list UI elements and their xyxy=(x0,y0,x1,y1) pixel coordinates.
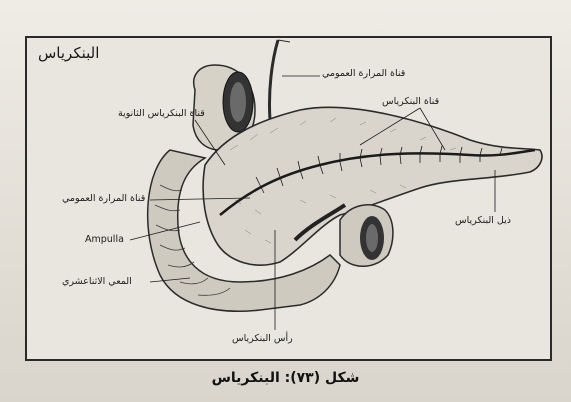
label-duodenum: المعي الاثناعشري xyxy=(62,276,132,287)
label-tail: ذيل البنكرياس xyxy=(455,215,511,226)
figure-title: البنكرياس xyxy=(38,44,99,62)
label-head: رأس البنكرياس xyxy=(232,333,293,344)
figure-caption: شكل (٧٣): البنكرياس xyxy=(0,370,571,386)
label-common-bile-duct-mid: قناة المرارة العمومي xyxy=(62,193,145,204)
label-ampulla: Ampulla xyxy=(85,234,124,245)
label-common-bile-duct-top: قناة المرارة العمومي xyxy=(322,68,405,79)
label-pancreatic-duct: قناة البنكرياس xyxy=(382,96,439,107)
label-accessory-duct: قناة البنكرياس الثانوية xyxy=(118,108,205,119)
